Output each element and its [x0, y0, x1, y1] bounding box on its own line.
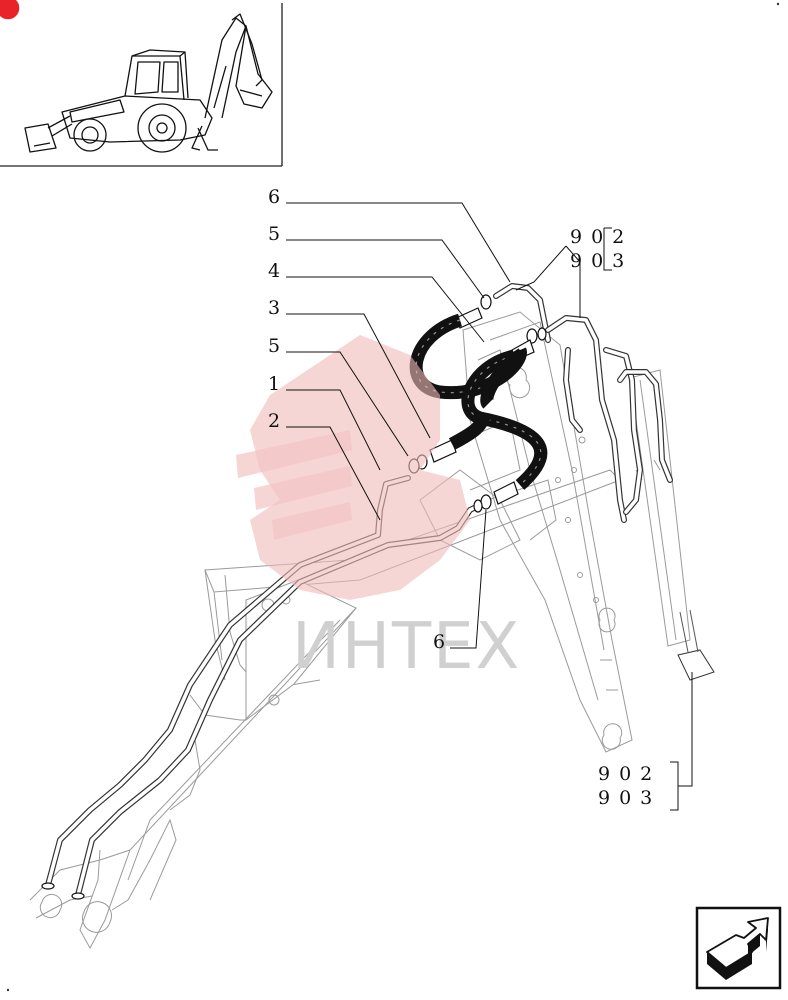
watermark-stripes	[236, 430, 352, 540]
ref-bottom-902: 902	[598, 763, 661, 785]
boom-outline	[29, 311, 715, 950]
callout-3: 3	[268, 297, 280, 319]
callout-labels: 6 5 4 3 5 1 2 6 902 903 902 903	[268, 186, 661, 809]
callout-6-top: 6	[268, 186, 280, 208]
thumbnail-frame	[0, 3, 283, 167]
corner-mark	[0, 0, 20, 20]
callout-4: 4	[268, 260, 280, 282]
callout-6-bottom: 6	[433, 631, 445, 653]
watermark-gear	[250, 335, 470, 600]
callout-5-upper: 5	[268, 223, 280, 245]
ref-top-902: 902	[570, 226, 633, 248]
registration-dot	[776, 2, 780, 6]
rigid-pipes	[41, 283, 673, 900]
registration-dot	[6, 988, 10, 992]
watermark-text: ИНТЕХ	[292, 610, 521, 684]
backhoe-loader-icon	[24, 13, 273, 153]
callout-leaders	[286, 202, 693, 811]
callout-2: 2	[268, 410, 280, 432]
ref-top-903: 903	[570, 250, 633, 272]
callout-1: 1	[268, 373, 280, 395]
next-page-arrow-icon[interactable]	[695, 906, 782, 990]
callout-5-lower: 5	[268, 335, 280, 357]
ref-bottom-903: 903	[598, 787, 661, 809]
flexible-hoses	[409, 313, 548, 490]
